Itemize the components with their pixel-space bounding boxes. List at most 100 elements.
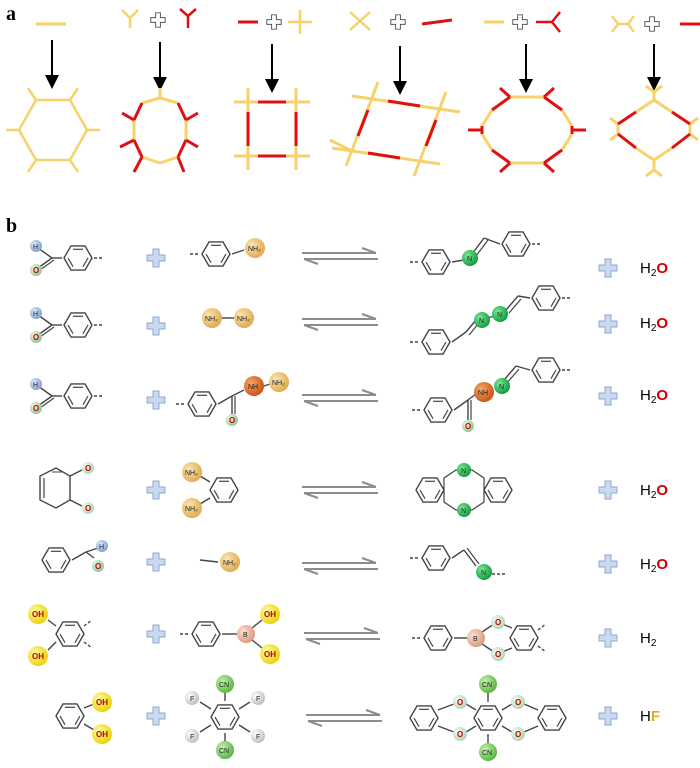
atom-n-label: N — [461, 468, 466, 475]
product-phenazine: N N — [415, 463, 513, 517]
reactant-alkylamine: NH₂ — [199, 552, 240, 572]
atom-n — [494, 378, 510, 394]
byproduct-water: H2O — [640, 260, 668, 279]
topology-linear-tritopic-to-hexagon — [468, 11, 586, 174]
atom-oh — [92, 724, 112, 744]
atom-n-label: N — [467, 256, 472, 263]
product-imine: N — [410, 231, 542, 275]
atom-o — [82, 502, 94, 514]
atom-o — [511, 727, 525, 741]
atom-o-label: O — [85, 504, 91, 513]
atom-o — [491, 647, 505, 661]
atom-nh2-label: NH₂ — [248, 246, 261, 253]
plus-icon — [146, 706, 166, 726]
product-dibenzodioxin: O O O O CN CN — [409, 675, 567, 761]
svg-text:H2O: H2O — [640, 260, 668, 279]
reactant-hydrazide: O NH NH₂ — [176, 372, 289, 426]
topology-tritopic-pair-to-hexagon — [119, 8, 199, 173]
plus-icon — [644, 16, 660, 32]
plus-icon — [390, 14, 406, 30]
reaction-row-imine: H O NH₂ — [30, 231, 668, 279]
atom-o — [30, 264, 42, 276]
atom-n — [474, 312, 490, 328]
atom-h-label: H — [33, 244, 38, 251]
atom-n-label: N — [479, 318, 484, 325]
reaction-row-azine: H O NH₂ NH₂ — [30, 285, 668, 355]
reaction-row-phenazine: O O NH₂ NH₂ N N — [39, 462, 668, 518]
atom-nh2 — [220, 552, 240, 572]
byproduct-water: H2O — [640, 556, 668, 575]
atom-o-label: O — [33, 404, 39, 413]
plus-icon — [598, 706, 618, 726]
atom-nh2 — [269, 372, 289, 392]
reaction-row-imine-simple: H O NH₂ N H2O — [41, 540, 668, 580]
atom-o-label: O — [229, 416, 235, 425]
atom-nh-label: NH — [478, 390, 488, 397]
atom-cn-label: CN — [219, 682, 229, 689]
atom-o-label: O — [33, 266, 39, 275]
atom-o-label: O — [515, 698, 521, 707]
equilibrium-arrows — [303, 627, 381, 645]
atom-oh — [92, 692, 112, 712]
atom-n-label: N — [481, 570, 486, 577]
svg-text:H2O: H2O — [640, 315, 668, 334]
atom-o-label: O — [465, 422, 471, 431]
atom-nh2-label: NH₂ — [272, 380, 285, 387]
atom-o — [462, 420, 474, 432]
atom-cn — [479, 675, 497, 693]
atom-f — [251, 729, 265, 743]
atom-o-label: O — [457, 698, 463, 707]
reactant-tetrafluoroterephthalonitrile: CN CN F F F F — [185, 675, 265, 759]
atom-o — [453, 727, 467, 741]
reactant-o-quinone: O O — [39, 462, 94, 514]
reactant-hydrazine: NH₂ NH₂ — [202, 308, 254, 328]
atom-nh2-label: NH₂ — [205, 316, 218, 323]
product-azine: N N — [410, 285, 572, 355]
equilibrium-arrows — [301, 389, 379, 407]
atom-o-label: O — [495, 650, 501, 659]
atom-h-label: H — [99, 544, 104, 551]
atom-o — [30, 331, 42, 343]
atom-b — [237, 625, 255, 643]
atom-cn — [216, 675, 234, 693]
atom-b-label: B — [473, 636, 478, 643]
hexagon-framework-linear-tritopic — [468, 86, 586, 174]
reaction-row-hydrazone: H O O NH NH₂ — [30, 357, 668, 432]
tetratopic-linker-yellow — [288, 10, 312, 34]
atom-cn-label: CN — [482, 682, 492, 689]
atom-h — [30, 378, 42, 390]
atom-o — [226, 414, 238, 426]
atom-oh — [28, 604, 48, 624]
reactant-o-phenylenediamine: NH₂ NH₂ — [182, 462, 239, 518]
atom-oh — [28, 646, 48, 666]
atom-nh2-label: NH₂ — [185, 506, 198, 513]
product-hydrazone: O NH N — [412, 357, 572, 432]
byproduct-water: H2O — [640, 482, 668, 501]
atom-oh-label: OH — [264, 650, 276, 659]
atom-nh2 — [182, 462, 202, 482]
x-linker-yellow — [349, 11, 371, 31]
plus-icon — [598, 480, 618, 500]
atom-oh — [260, 644, 280, 664]
panel-b-label: b — [6, 215, 17, 237]
plus-icon — [266, 14, 282, 30]
atom-n — [462, 250, 478, 266]
atom-h — [30, 240, 42, 252]
atom-o-label: O — [515, 730, 521, 739]
plus-icon — [146, 552, 166, 572]
equilibrium-arrows — [301, 313, 379, 331]
atom-nh-label: NH — [248, 384, 258, 391]
atom-oh-label: OH — [32, 610, 44, 619]
product-boronate-ester: B O O — [412, 615, 547, 661]
atom-n-label: N — [497, 312, 502, 319]
tritopic-linker-yellow — [121, 9, 139, 28]
plus-icon — [146, 248, 166, 268]
atom-o-label: O — [457, 730, 463, 739]
panel-a: a — [6, 3, 700, 178]
plus-icon — [150, 12, 166, 28]
tritopic-linker-red — [536, 11, 561, 33]
atom-n-label: N — [499, 384, 504, 391]
topology-linear-to-hexagon — [6, 22, 100, 173]
atom-nh2 — [245, 238, 265, 258]
byproduct-water: H2O — [640, 387, 668, 406]
